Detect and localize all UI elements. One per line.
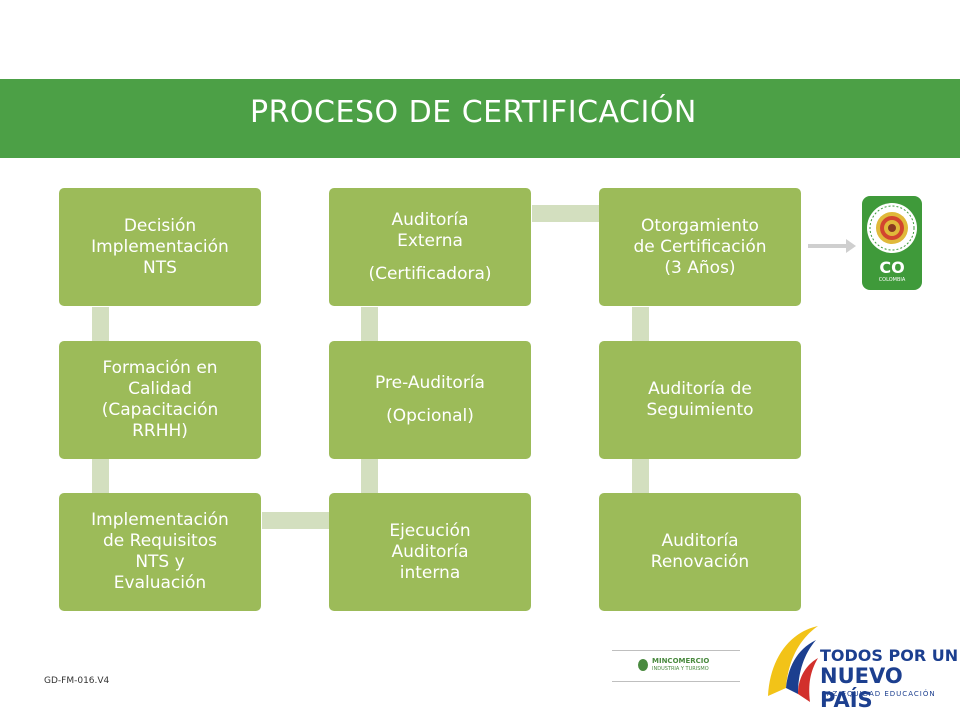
step-text-line: Calidad <box>128 379 192 399</box>
arrow-head-icon <box>846 239 856 253</box>
mincomercio-logo: MINCOMERCIO INDUSTRIA Y TURISMO <box>612 650 740 682</box>
page-title: PROCESO DE CERTIFICACIÓN <box>250 95 697 130</box>
gov-slogan-line2: NUEVO PAÍS <box>820 664 903 712</box>
connector-implementacion-ejecucion <box>262 512 329 529</box>
step-text-line: Auditoría de <box>648 379 752 399</box>
step-implementacion-requisitos: Implementación de Requisitos NTS y Evalu… <box>59 493 261 611</box>
seal-graphic <box>867 203 917 253</box>
step-ejecucion-auditoria-interna: Ejecución Auditoría interna <box>329 493 531 611</box>
connector-preauditoria-externa <box>361 307 378 341</box>
step-decision-implementacion: Decisión Implementación NTS <box>59 188 261 306</box>
step-text-line: RRHH) <box>132 421 188 441</box>
ministry-name: MINCOMERCIO <box>652 657 710 665</box>
document-code: GD-FM-016.V4 <box>44 676 110 686</box>
step-text-line: Auditoría <box>391 209 469 230</box>
step-text-line: Pre-Auditoría <box>375 373 485 393</box>
step-text-line: interna <box>399 562 461 583</box>
ministry-sub: INDUSTRIA Y TURISMO <box>652 666 709 672</box>
step-text-line: Otorgamiento <box>641 215 759 236</box>
step-text-line: Implementación <box>91 510 229 530</box>
connector-otorgamiento-seguimiento <box>632 307 649 341</box>
title-bar: PROCESO DE CERTIFICACIÓN <box>0 79 960 158</box>
connector-externa-otorgamiento <box>532 205 599 222</box>
step-text-line: Implementación <box>91 236 229 257</box>
step-auditoria-seguimiento: Auditoría de Seguimiento <box>599 341 801 459</box>
seal-subtext: COLOMBIA <box>878 277 906 283</box>
arrow-to-seal <box>808 244 848 248</box>
connector-seguimiento-renovacion <box>632 459 649 493</box>
step-text-line: Renovación <box>650 552 750 572</box>
step-text-line: Auditoría <box>661 531 739 551</box>
connector-ejecucion-preauditoria <box>361 459 378 493</box>
step-text-line: Externa <box>397 230 463 251</box>
coat-of-arms-icon <box>638 659 648 671</box>
step-text-line: NTS y <box>135 552 185 572</box>
step-text-line: Seguimiento <box>646 400 754 420</box>
step-otorgamiento-certificacion: Otorgamiento de Certificación (3 Años) <box>599 188 801 306</box>
step-text-line: (Capacitación <box>101 400 219 420</box>
gov-slogan-line3: PAZ EQUIDAD EDUCACIÓN <box>822 690 936 698</box>
step-text-line: (Opcional) <box>386 406 474 426</box>
connector-formacion-implementacion <box>92 459 109 493</box>
step-text-line: Auditoría <box>391 541 469 562</box>
flag-swoosh-icon <box>768 626 818 702</box>
seal-text: CO <box>879 258 905 277</box>
step-text-line: de Requisitos <box>103 531 217 551</box>
step-pre-auditoria: Pre-Auditoría (Opcional) <box>329 341 531 459</box>
step-text-line: NTS <box>143 257 177 278</box>
gov-slogan-line1: TODOS POR UN <box>820 646 959 665</box>
colombia-co-seal-icon: CO COLOMBIA <box>862 196 922 290</box>
step-auditoria-renovacion: Auditoría Renovación <box>599 493 801 611</box>
step-text-line: de Certificación <box>633 236 767 257</box>
step-text-line: (3 Años) <box>664 257 736 278</box>
connector-decision-formacion <box>92 307 109 341</box>
step-text-line: Decisión <box>123 215 197 236</box>
step-formacion-calidad: Formación en Calidad (Capacitación RRHH) <box>59 341 261 459</box>
step-text-line: Ejecución <box>389 520 471 541</box>
step-text-line: Formación en <box>102 358 218 378</box>
gov-logo: TODOS POR UN NUEVO PAÍS PAZ EQUIDAD EDUC… <box>760 618 960 718</box>
step-text-line: Evaluación <box>113 573 207 593</box>
step-text-line: (Certificadora) <box>368 263 492 284</box>
step-auditoria-externa: Auditoría Externa (Certificadora) <box>329 188 531 306</box>
